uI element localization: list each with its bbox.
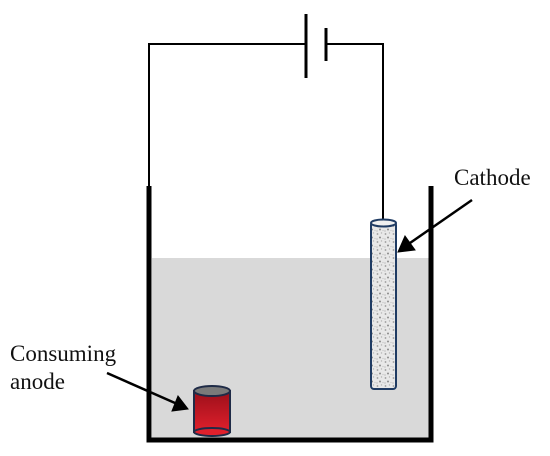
cathode-electrode xyxy=(370,218,397,390)
anode-top xyxy=(193,385,231,397)
anode-bottom xyxy=(193,427,231,437)
cathode-label: Cathode xyxy=(454,165,531,190)
anode-arrowhead xyxy=(171,394,189,412)
left-wire xyxy=(148,43,306,188)
anode-label-line2: anode xyxy=(10,369,65,394)
anode-body xyxy=(193,390,231,433)
label-arrows xyxy=(106,198,473,412)
anode-arrow-line xyxy=(106,371,176,405)
cathode-rod xyxy=(370,221,397,390)
anode-label-line1: Consuming xyxy=(10,341,117,366)
cathode-arrowhead xyxy=(397,234,416,253)
cathode-top xyxy=(370,218,397,228)
consuming-anode xyxy=(193,385,231,437)
battery-symbol xyxy=(304,14,328,78)
cathode-arrow-line xyxy=(409,198,473,245)
circuit-wires xyxy=(148,43,384,221)
right-wire xyxy=(326,43,384,221)
